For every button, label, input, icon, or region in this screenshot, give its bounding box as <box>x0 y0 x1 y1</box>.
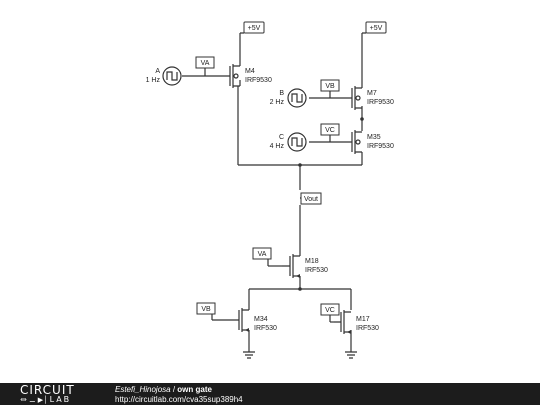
transistor-m34[interactable]: M34 IRF530 <box>232 308 277 332</box>
source-id: C <box>279 134 284 141</box>
source-frequency: 2 Hz <box>270 99 285 106</box>
rail-flag <box>365 21 387 34</box>
transistor-name: M35 <box>367 134 381 141</box>
nmos-symbol <box>232 308 249 332</box>
source-c[interactable]: C 4 Hz <box>270 132 307 152</box>
rail-m4: +5V <box>239 21 265 48</box>
title-separator: / <box>170 385 178 394</box>
square-wave-glyph <box>166 71 178 81</box>
square-wave-icon <box>162 66 182 86</box>
arrow-icon <box>347 330 351 334</box>
logo-circuit-icon: ⏛ ⚊ ▶│ <box>20 396 50 404</box>
logo-lab-text: LAB <box>49 395 72 404</box>
ground-icon <box>345 351 357 359</box>
net-flag <box>252 247 272 260</box>
bubble-icon <box>233 73 239 79</box>
arrow-icon <box>245 328 249 332</box>
transistor-m18[interactable]: M18 IRF530 <box>282 244 328 280</box>
transistor-name: M34 <box>254 316 268 323</box>
junction-dot <box>360 117 364 121</box>
logo-wordmark-bottom: ⏛ ⚊ ▶│ LAB <box>20 395 71 405</box>
transistor-name: M17 <box>356 316 370 323</box>
pmos-symbol <box>344 86 362 110</box>
net-label-text: VC <box>325 127 335 134</box>
square-wave-icon <box>287 132 307 152</box>
wire-m4-to-output-bus <box>237 48 362 166</box>
bubble-icon <box>355 139 361 145</box>
source-b[interactable]: B 2 Hz <box>270 88 307 108</box>
net-flag <box>196 302 216 315</box>
net-label-va-top[interactable]: VA <box>195 56 215 76</box>
transistor-m35[interactable]: M35 IRF9530 <box>344 130 394 154</box>
ground-icon <box>243 351 255 359</box>
author-name[interactable]: Estefi_Hinojosa <box>115 385 171 394</box>
ground-m34 <box>243 351 255 359</box>
rail-label: +5V <box>248 25 261 32</box>
nmos-symbol <box>334 310 351 334</box>
square-wave-icon <box>287 88 307 108</box>
source-frequency: 4 Hz <box>270 143 285 150</box>
circuit-title[interactable]: own gate <box>177 385 212 394</box>
net-label-text: VC <box>325 307 335 314</box>
junctions <box>298 117 364 291</box>
net-label-text: VB <box>325 83 335 90</box>
transistor-model: IRF530 <box>254 325 277 332</box>
transistor-m4[interactable]: M4 IRF9530 <box>222 60 272 88</box>
square-wave-glyph <box>291 93 303 103</box>
pmos-symbol <box>344 130 362 154</box>
circuit-schematic: +5V +5V A 1 Hz B 2 Hz C 4 Hz VA VB VC <box>146 21 394 359</box>
source-id: B <box>279 90 284 97</box>
transistor-m7[interactable]: M7 IRF9530 <box>344 86 394 110</box>
junction-dot <box>298 163 302 167</box>
net-label-text: VA <box>201 60 210 67</box>
circuitlab-logo[interactable]: CIRCUIT ⏛ ⚊ ▶│ LAB <box>20 384 90 404</box>
ground-m17 <box>345 351 357 359</box>
source-frequency: 1 Hz <box>146 77 161 84</box>
rail-lead <box>361 32 366 35</box>
junction-dot <box>298 287 302 291</box>
nmos-symbol <box>282 244 301 280</box>
net-label-vout[interactable]: Vout <box>300 192 322 205</box>
transistor-name: M18 <box>305 258 319 265</box>
transistor-m17[interactable]: M17 IRF530 <box>334 310 379 334</box>
rail-flag <box>243 21 265 34</box>
rail-lead <box>239 32 244 48</box>
author-title-line: Estefi_Hinojosa / own gate <box>115 385 212 395</box>
net-label-vc-top[interactable]: VC <box>320 123 340 142</box>
footer-bar: CIRCUIT ⏛ ⚊ ▶│ LAB Estefi_Hinojosa / own… <box>0 383 540 405</box>
net-label-vb-bottom[interactable]: VB <box>196 302 216 320</box>
circuit-url[interactable]: http://circuitlab.com/cva35sup389h4 <box>115 395 243 404</box>
transistor-model: IRF9530 <box>245 77 272 84</box>
net-label-vb-top[interactable]: VB <box>320 79 340 98</box>
net-label-text: Vout <box>304 196 318 203</box>
net-label-text: VA <box>258 251 267 258</box>
source-id: A <box>155 68 160 75</box>
square-wave-glyph <box>291 137 303 147</box>
logo-wordmark-top: CIRCUIT <box>20 383 75 397</box>
transistor-model: IRF9530 <box>367 143 394 150</box>
transistor-name: M4 <box>245 68 255 75</box>
pmos-symbol <box>222 60 241 88</box>
net-label-text: VB <box>201 306 211 313</box>
bubble-icon <box>355 95 361 101</box>
transistor-name: M7 <box>367 90 377 97</box>
rail-label: +5V <box>370 25 383 32</box>
transistor-model: IRF530 <box>305 267 328 274</box>
rail-right: +5V <box>361 21 387 35</box>
source-a[interactable]: A 1 Hz <box>146 66 182 86</box>
transistor-model: IRF9530 <box>367 99 394 106</box>
net-label-va-bottom[interactable]: VA <box>252 247 272 266</box>
net-label-vc-bottom[interactable]: VC <box>320 303 340 322</box>
transistor-model: IRF530 <box>356 325 379 332</box>
arrow-icon <box>296 274 300 278</box>
